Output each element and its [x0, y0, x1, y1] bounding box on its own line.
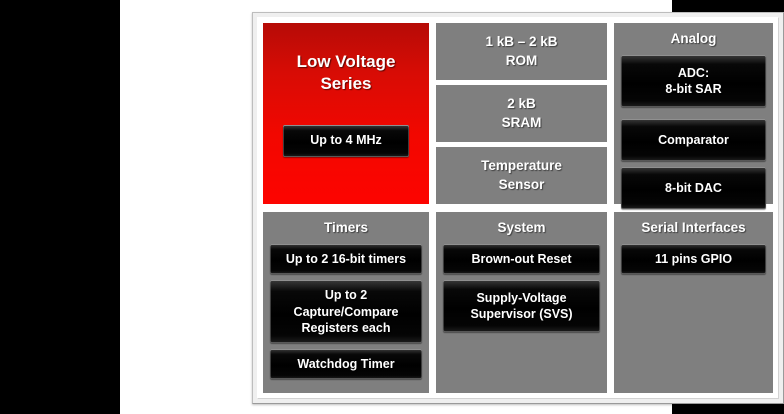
cpu-speed-chip[interactable]: Up to 4 MHz: [283, 124, 409, 157]
gpio-label: 11 pins GPIO: [654, 252, 733, 266]
watchdog-label: Watchdog Timer: [297, 357, 395, 371]
system-item-brownout-reset[interactable]: Brown-out Reset: [443, 244, 600, 275]
capture-compare-line1: Up to 2: [324, 288, 368, 303]
series-title-line2: Series: [320, 73, 372, 93]
serial-column: Serial Interfaces 11 pins GPIO: [614, 212, 773, 393]
analog-group: Analog ADC: 8-bit SAR Comparator: [614, 23, 773, 209]
timers-group-title: Timers: [323, 220, 369, 235]
sram-line1: 2 kB: [507, 96, 536, 112]
low-voltage-series-panel[interactable]: Low Voltage Series Up to 4 MHz: [263, 23, 429, 204]
memory-cell-rom[interactable]: 1 kB – 2 kB ROM: [436, 23, 607, 80]
system-item-svs[interactable]: Supply-Voltage Supervisor (SVS): [443, 280, 600, 333]
timers-16bit-label: Up to 2 16-bit timers: [285, 252, 407, 266]
temp-sensor-line2: Sensor: [498, 176, 545, 192]
speed-chip-wrapper: Up to 4 MHz: [263, 124, 429, 157]
comparator-label: Comparator: [658, 132, 729, 147]
timers-item-16bit[interactable]: Up to 2 16-bit timers: [270, 244, 422, 275]
sram-line2: SRAM: [501, 114, 542, 130]
timers-column: Timers Up to 2 16-bit timers Up to 2 Cap…: [263, 212, 429, 393]
memory-cell-temperature-sensor[interactable]: Temperature Sensor: [436, 147, 607, 204]
serial-spacer: [621, 280, 766, 386]
system-spacer: [443, 338, 600, 386]
timers-item-capture-compare[interactable]: Up to 2 Capture/Compare Registers each: [270, 280, 422, 343]
serial-group: Serial Interfaces 11 pins GPIO: [614, 212, 773, 393]
svs-line2: Supervisor (SVS): [470, 307, 573, 322]
analog-group-title: Analog: [670, 31, 717, 46]
series-title: Low Voltage Series: [297, 51, 396, 95]
series-title-line1: Low Voltage: [296, 52, 396, 71]
analog-column: Analog ADC: 8-bit SAR Comparator: [614, 23, 773, 209]
svs-line1: Supply-Voltage: [476, 291, 567, 305]
timers-group: Timers Up to 2 16-bit timers Up to 2 Cap…: [263, 212, 429, 393]
diagram-row-bottom: Timers Up to 2 16-bit timers Up to 2 Cap…: [263, 212, 773, 393]
timers-item-watchdog[interactable]: Watchdog Timer: [270, 349, 422, 380]
rom-line1: 1 kB – 2 kB: [485, 34, 558, 50]
capture-compare-line2: Capture/Compare: [293, 304, 399, 319]
memory-column: 1 kB – 2 kB ROM 2 kB SRAM: [436, 23, 607, 204]
capture-compare-line3: Registers each: [301, 320, 391, 335]
series-column: Low Voltage Series Up to 4 MHz: [263, 23, 429, 204]
analog-item-dac[interactable]: 8-bit DAC: [621, 167, 766, 209]
system-column: System Brown-out Reset Supply-Voltage Su…: [436, 212, 607, 393]
diagram-row-top: Low Voltage Series Up to 4 MHz: [263, 23, 773, 209]
slide-background: Low Voltage Series Up to 4 MHz: [120, 0, 784, 414]
cpu-speed-label: Up to 4 MHz: [310, 133, 382, 148]
memory-cell-sram[interactable]: 2 kB SRAM: [436, 85, 607, 142]
serial-item-gpio[interactable]: 11 pins GPIO: [621, 244, 766, 275]
timers-spacer: [270, 385, 422, 386]
block-diagram-grid: Low Voltage Series Up to 4 MHz: [263, 23, 773, 393]
rom-line2: ROM: [505, 52, 538, 68]
adc-line2: 8-bit SAR: [665, 82, 722, 96]
serial-group-title: Serial Interfaces: [641, 220, 746, 235]
system-group-title: System: [497, 220, 546, 235]
analog-item-adc[interactable]: ADC: 8-bit SAR: [621, 55, 766, 107]
block-diagram-frame: Low Voltage Series Up to 4 MHz: [252, 12, 784, 404]
temp-sensor-line1: Temperature: [481, 158, 562, 174]
adc-line1: ADC:: [677, 65, 710, 80]
memory-stack: 1 kB – 2 kB ROM 2 kB SRAM: [436, 23, 607, 204]
block-diagram-inner: Low Voltage Series Up to 4 MHz: [257, 17, 779, 399]
analog-item-comparator[interactable]: Comparator: [621, 119, 766, 161]
brownout-reset-label: Brown-out Reset: [471, 252, 572, 266]
dac-label: 8-bit DAC: [665, 180, 722, 195]
system-group: System Brown-out Reset Supply-Voltage Su…: [436, 212, 607, 393]
